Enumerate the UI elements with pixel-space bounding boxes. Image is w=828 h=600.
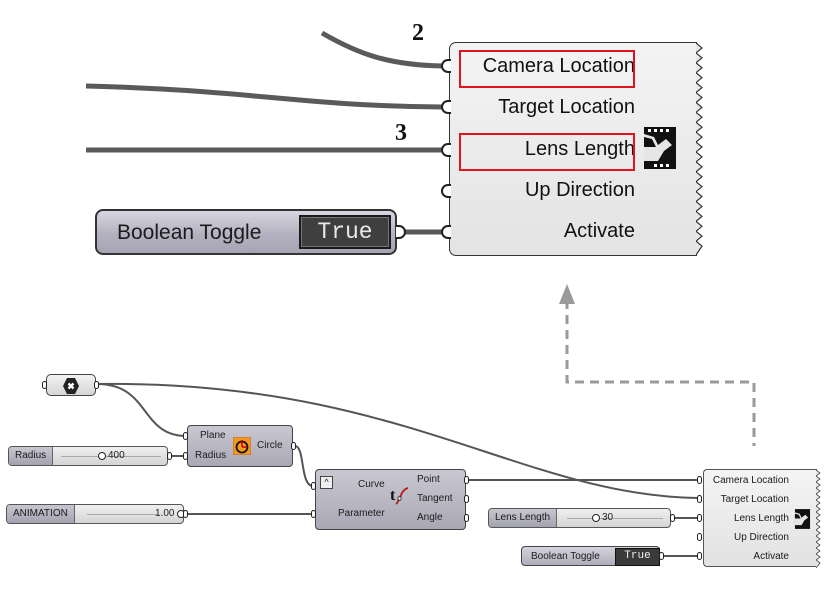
callout-3: 3 [395,120,407,146]
boolean-toggle[interactable]: Boolean Toggle True [521,546,660,566]
animation-slider-track[interactable] [87,514,159,515]
grip-animation-out[interactable] [183,510,188,518]
zigzag-edge [696,43,703,255]
grip-params-in[interactable] [42,381,47,389]
input-camera-location[interactable]: Camera Location [482,55,635,77]
grip-toggle-out[interactable] [659,552,664,560]
animation-slider-label: ANIMATION [7,505,75,523]
input-activate[interactable]: Activate [563,220,635,242]
grip-lens-length[interactable] [441,143,451,157]
highlight-camera-location [459,50,635,88]
grip-angle-out[interactable] [464,514,469,522]
circle-input-radius: Radius [195,450,227,461]
radius-slider-track[interactable] [61,456,161,457]
grip-radius-out[interactable] [167,452,172,460]
grip-tangent-out[interactable] [464,495,469,503]
eval-curve-icon: t [390,487,409,505]
wire-camera-location-big [320,30,444,69]
camera-input-camera-location[interactable]: Camera Location [712,475,789,486]
annotation-arrow [559,284,756,446]
animation-slider-value: 1.00 [155,508,175,519]
eval-curve-component[interactable]: ^ Curve Parameter t Point Tangent Angle [315,469,466,530]
radius-slider[interactable]: Radius 400 [8,446,168,466]
wire-circle-to-curve [294,445,314,487]
lens-length-slider[interactable]: Lens Length 30 [488,508,671,528]
circle-output-circle: Circle [257,440,283,451]
grip-up-direction[interactable] [441,184,451,198]
boolean-toggle-label: Boolean Toggle [117,221,262,244]
grip-circle-out[interactable] [291,442,296,450]
circle-component[interactable]: Plane Radius Circle [187,425,293,467]
grip-radius-in[interactable] [183,452,188,460]
film-horse-icon-small [794,509,811,529]
grip-point-out[interactable] [464,476,469,484]
boolean-toggle-zoomed[interactable]: Boolean Toggle True [95,209,397,255]
boolean-toggle-value[interactable]: True [299,215,391,249]
grip-cam-up-direction[interactable] [697,533,702,541]
film-horse-icon [644,127,676,169]
eval-output-tangent: Tangent [417,493,453,504]
radius-slider-label: Radius [9,447,54,465]
grip-curve-in[interactable] [311,482,316,490]
camera-component-zoomed[interactable]: Camera Location Target Location Lens Len… [449,42,703,256]
animation-slider[interactable]: ANIMATION 1.00 [6,504,185,524]
grip-plane-in[interactable] [183,432,188,440]
lens-length-slider-label: Lens Length [489,509,558,527]
wire-params-to-plane [96,383,186,437]
eval-input-curve: Curve [358,479,385,490]
eval-output-angle: Angle [417,512,443,523]
camera-input-up-direction[interactable]: Up Direction [733,532,789,543]
grip-cam-activate[interactable] [697,552,702,560]
grip-camera-location[interactable] [441,59,451,73]
caret-up-icon[interactable]: ^ [320,476,333,489]
camera-input-activate[interactable]: Activate [753,551,789,562]
close-hex-icon [63,378,79,394]
grip-lens-out[interactable] [670,514,675,522]
grip-cam-lens-length[interactable] [697,514,702,522]
lens-length-slider-track[interactable] [567,518,663,519]
grip-parameter-in[interactable] [311,510,316,518]
wire-target-location-big [85,83,444,110]
boolean-toggle-small-label: Boolean Toggle [531,551,600,562]
eval-input-parameter: Parameter [338,508,385,519]
params-component[interactable] [46,374,96,396]
input-target-location[interactable]: Target Location [498,96,635,118]
wire-params-to-target [96,382,698,499]
grip-target-location[interactable] [441,100,451,114]
svg-text:t: t [390,487,396,504]
camera-component[interactable]: Camera Location Target Location Lens Len… [703,469,821,568]
radius-slider-value: 400 [108,450,125,461]
grip-cam-camera-location[interactable] [697,476,702,484]
lens-length-slider-value: 30 [602,512,614,523]
zigzag-edge-small [816,470,821,568]
eval-output-point: Point [417,474,440,485]
highlight-lens-length [459,133,635,171]
grip-activate[interactable] [441,225,451,239]
boolean-toggle-small-value[interactable]: True [615,548,660,566]
grip-params-out[interactable] [94,381,99,389]
circle-input-plane: Plane [200,430,226,441]
circle-icon [233,437,251,455]
radius-slider-knob[interactable] [98,452,106,460]
lens-length-slider-knob[interactable] [592,514,600,522]
input-lens-length[interactable]: Lens Length [524,138,635,160]
grip-cam-target-location[interactable] [697,495,702,503]
input-up-direction[interactable]: Up Direction [524,179,635,201]
camera-input-target-location[interactable]: Target Location [720,494,789,505]
callout-2: 2 [412,20,424,46]
camera-input-lens-length[interactable]: Lens Length [733,513,789,524]
